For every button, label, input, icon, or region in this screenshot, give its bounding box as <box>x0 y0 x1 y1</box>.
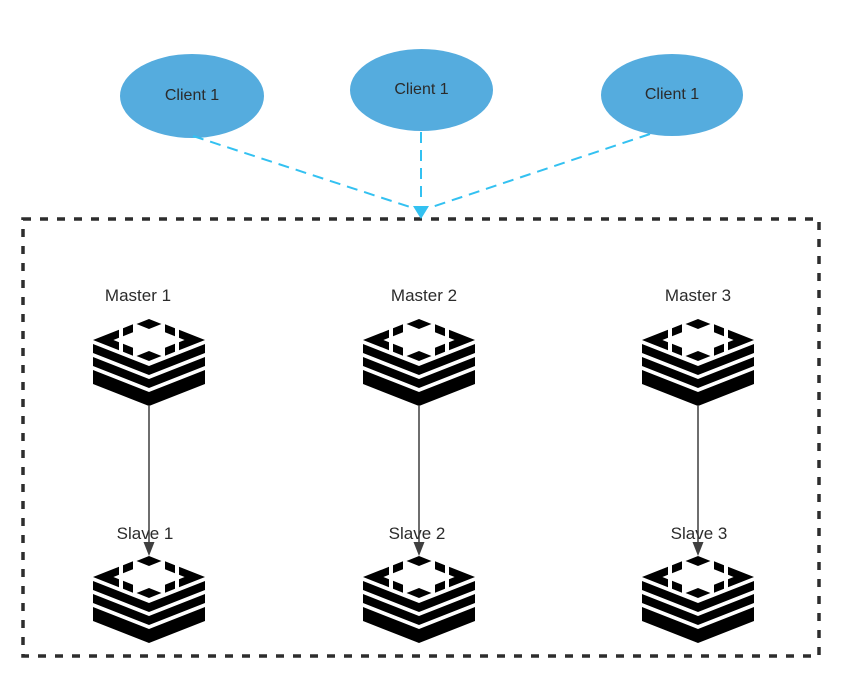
client-connector-arrowhead <box>413 206 429 219</box>
slave-label-2: Slave 2 <box>388 524 446 543</box>
client-node-3: Client 1 <box>601 54 743 136</box>
master-label-3: Master 3 <box>664 286 732 305</box>
client-label: Client 1 <box>394 81 449 98</box>
client-node-2: Client 1 <box>350 49 493 131</box>
replication-arrowhead <box>413 542 425 556</box>
replication-arrowhead <box>692 542 704 556</box>
database-stack-icon <box>642 556 754 643</box>
database-stack-icon <box>363 319 475 406</box>
client-label: Client 1 <box>644 86 700 103</box>
client-node-1: Client 1 <box>120 54 264 138</box>
database-stack-icon <box>363 556 475 643</box>
slave-label-3: Slave 3 <box>670 524 728 543</box>
master-label-2: Master 2 <box>390 286 458 305</box>
master-label-1: Master 1 <box>104 286 172 305</box>
database-stack-icon <box>642 319 754 406</box>
client-label: Client 1 <box>164 87 220 104</box>
database-stack-icon <box>93 319 205 406</box>
client-connector-line <box>428 133 651 209</box>
client-connector-line <box>192 135 414 209</box>
replication-arrowhead <box>143 542 155 556</box>
database-stack-icon <box>93 556 205 643</box>
slave-label-1: Slave 1 <box>116 524 174 543</box>
